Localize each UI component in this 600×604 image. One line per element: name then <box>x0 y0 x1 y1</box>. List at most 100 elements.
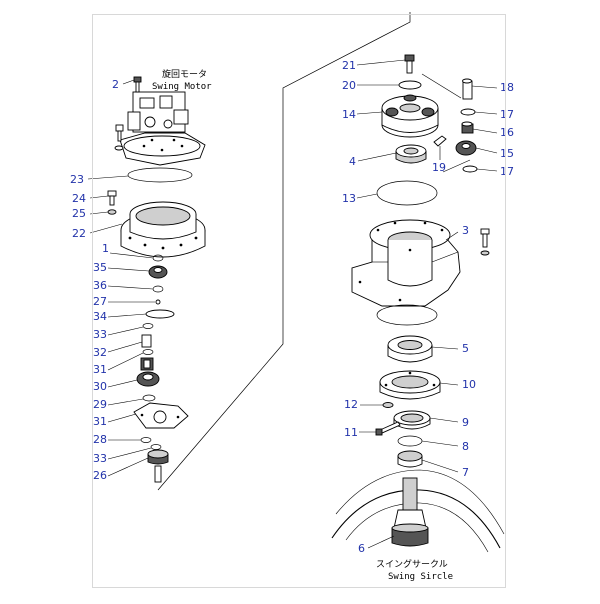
leader-line-c26 <box>107 457 149 477</box>
part-bearing-5 <box>387 335 433 363</box>
leader-line-c16 <box>472 128 498 134</box>
callout-c33b: 33 <box>93 452 107 465</box>
callout-c24: 24 <box>72 192 86 205</box>
callout-c2: 2 <box>112 78 119 91</box>
part-housing-3 <box>351 219 461 307</box>
callout-c8: 8 <box>462 440 469 453</box>
leader-line-c25 <box>89 211 109 215</box>
leader-line-c35 <box>107 267 150 272</box>
leader-line-c15 <box>475 147 498 154</box>
callout-c15: 15 <box>500 147 514 160</box>
part-washer-33b <box>150 444 162 450</box>
leader-line-c6 <box>367 535 395 549</box>
callout-c26: 26 <box>93 469 107 482</box>
callout-c3: 3 <box>462 224 469 237</box>
leader-line-c2 <box>122 79 135 85</box>
leader-line-c34 <box>107 313 147 318</box>
callout-c9: 9 <box>462 416 469 429</box>
part-bolt-housing <box>480 228 490 256</box>
leader-line-c36 <box>107 285 154 290</box>
part-bolt-24 <box>107 190 117 206</box>
leader-line-c24 <box>89 195 109 199</box>
callout-c6: 6 <box>358 542 365 555</box>
leader-line-c21 <box>356 59 406 66</box>
callout-c25: 25 <box>72 207 86 220</box>
caption-swing-circle-en: Swing Sircle <box>388 572 453 582</box>
leader-line-c7 <box>421 459 459 473</box>
callout-c20: 20 <box>342 79 356 92</box>
callout-c31a: 31 <box>93 363 107 376</box>
part-seal-9 <box>393 410 431 430</box>
part-ring-gear-housing-22 <box>120 201 206 258</box>
leader-line-c18 <box>471 85 498 89</box>
callout-c1: 1 <box>102 242 109 255</box>
leader-line-c17b <box>476 168 498 172</box>
callout-c30: 30 <box>93 380 107 393</box>
part-ball-27 <box>155 299 161 305</box>
part-planet-gear-31 <box>140 357 154 371</box>
part-bolt-21 <box>404 54 415 74</box>
leader-line-c10 <box>439 382 459 386</box>
callout-c10: 10 <box>462 378 476 391</box>
part-o-ring-13 <box>376 180 438 206</box>
part-swing-motor <box>119 91 206 166</box>
callout-c13: 13 <box>342 192 356 205</box>
part-planet-gear-30 <box>136 371 160 387</box>
leader-line-c31a <box>107 352 144 371</box>
part-sun-gear-4 <box>395 144 427 164</box>
leader-line-c29 <box>107 398 144 406</box>
assembly-connector-lines <box>157 12 471 491</box>
part-planet-gear-35 <box>148 265 168 279</box>
part-pin-18 <box>462 78 473 100</box>
part-bolt-11 <box>375 421 401 436</box>
leader-line-c5 <box>431 346 459 350</box>
part-planet-carrier-14 <box>381 94 439 138</box>
callout-c32: 32 <box>93 346 107 359</box>
callout-c14: 14 <box>342 108 356 121</box>
leader-line-c8 <box>421 440 459 447</box>
leader-line-c13 <box>356 193 378 199</box>
part-pin-19 <box>433 135 447 147</box>
callout-c27: 27 <box>93 295 107 308</box>
part-needle-bearing-16 <box>461 121 474 134</box>
part-bolt-2 <box>133 76 142 93</box>
caption-swing-motor-jp: 旋回モータ <box>162 68 207 80</box>
callout-c17a: 17 <box>500 108 514 121</box>
part-washer-31a <box>142 349 154 355</box>
callout-c34: 34 <box>93 310 107 323</box>
callout-c18: 18 <box>500 81 514 94</box>
callout-c11: 11 <box>344 426 358 439</box>
part-carrier-31b <box>133 402 189 429</box>
callout-c4: 4 <box>349 155 356 168</box>
part-o-ring-housing-bottom <box>376 304 438 326</box>
callout-c35: 35 <box>93 261 107 274</box>
callout-c29: 29 <box>93 398 107 411</box>
part-collar-7 <box>397 450 423 468</box>
leader-line-c33a <box>107 326 144 336</box>
leader-line-c14 <box>356 111 383 115</box>
leader-line-c23 <box>87 175 129 180</box>
callout-c19: 19 <box>432 161 446 174</box>
callout-c23: 23 <box>70 173 84 186</box>
part-washer-29 <box>142 394 156 402</box>
leader-line-c9 <box>429 417 459 423</box>
leader-line-c3 <box>445 231 459 241</box>
callout-c33a: 33 <box>93 328 107 341</box>
leader-line-c22 <box>89 223 123 234</box>
callout-c28: 28 <box>93 433 107 446</box>
leader-line-c33b <box>107 447 152 460</box>
caption-swing-circle-jp: スイングサークル <box>376 558 448 570</box>
part-pinion-shaft-6 <box>391 477 429 547</box>
leader-line-c4 <box>357 152 397 162</box>
leader-line-c30 <box>107 379 138 388</box>
part-washer-33a <box>142 323 154 329</box>
callout-labels: 2232425221353627343332313029312833262120… <box>70 59 514 555</box>
callout-c12: 12 <box>344 398 358 411</box>
part-planet-gear-15 <box>455 140 477 156</box>
callout-c16: 16 <box>500 126 514 139</box>
leader-line-c32 <box>107 341 143 353</box>
callout-c36: 36 <box>93 279 107 292</box>
leader-line-c1 <box>109 252 154 259</box>
